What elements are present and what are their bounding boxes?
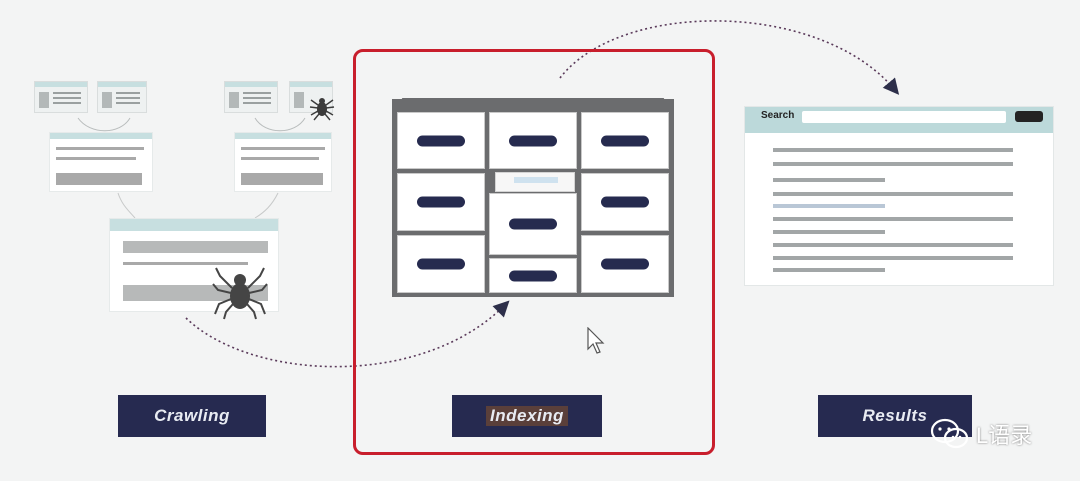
cabinet-drawer <box>581 112 669 169</box>
result-line <box>773 148 1013 152</box>
drawer-handle <box>601 196 649 208</box>
cabinet-drawer <box>581 235 669 293</box>
stage-label-crawling-text: Crawling <box>154 406 230 425</box>
result-line <box>773 162 1013 166</box>
drawer-handle <box>509 270 557 281</box>
cabinet-drawer <box>397 112 485 169</box>
stage-label-results: Results <box>818 395 972 437</box>
web-page-thumbnail <box>98 82 146 112</box>
spider-icon <box>309 98 335 121</box>
cabinet-drawer <box>489 112 577 169</box>
watermark: L语录 <box>930 418 1032 450</box>
cabinet-drawer <box>397 235 485 293</box>
drawer-handle <box>417 258 465 270</box>
result-line <box>773 256 1013 260</box>
web-page-window <box>110 219 278 311</box>
stage-label-crawling: Crawling <box>118 395 266 437</box>
result-line <box>773 268 885 272</box>
stage-label-results-text: Results <box>862 406 928 425</box>
drawer-handle <box>601 135 649 146</box>
stage-label-indexing-text: Indexing <box>486 406 568 426</box>
watermark-text: L语录 <box>976 423 1033 448</box>
result-line <box>773 178 885 182</box>
web-page-thumbnail <box>35 82 87 112</box>
result-line <box>773 243 1013 247</box>
drawer-handle <box>417 196 465 208</box>
search-button[interactable] <box>1015 111 1043 122</box>
cabinet-drawer-open <box>489 193 577 255</box>
result-line <box>773 230 885 234</box>
web-page-window <box>50 133 152 191</box>
spider-icon <box>212 267 268 320</box>
wechat-icon <box>930 418 969 449</box>
web-page-window <box>235 133 331 191</box>
web-page-thumbnail <box>225 82 277 112</box>
cabinet-drawer <box>581 173 669 231</box>
search-input[interactable] <box>802 111 1006 123</box>
drawer-handle <box>601 258 649 270</box>
result-line <box>773 192 1013 196</box>
open-drawer-papers <box>495 172 575 192</box>
result-line <box>773 217 1013 221</box>
search-label: Search <box>761 110 795 121</box>
stage-label-indexing: Indexing <box>452 395 602 437</box>
drawer-handle <box>509 218 557 230</box>
cabinet-drawer <box>489 258 577 293</box>
indexing-highlight-frame <box>353 49 715 455</box>
drawer-handle <box>509 135 557 146</box>
cursor-icon <box>587 327 605 354</box>
cabinet-drawer <box>397 173 485 231</box>
result-line <box>773 204 885 208</box>
drawer-handle <box>417 135 465 146</box>
